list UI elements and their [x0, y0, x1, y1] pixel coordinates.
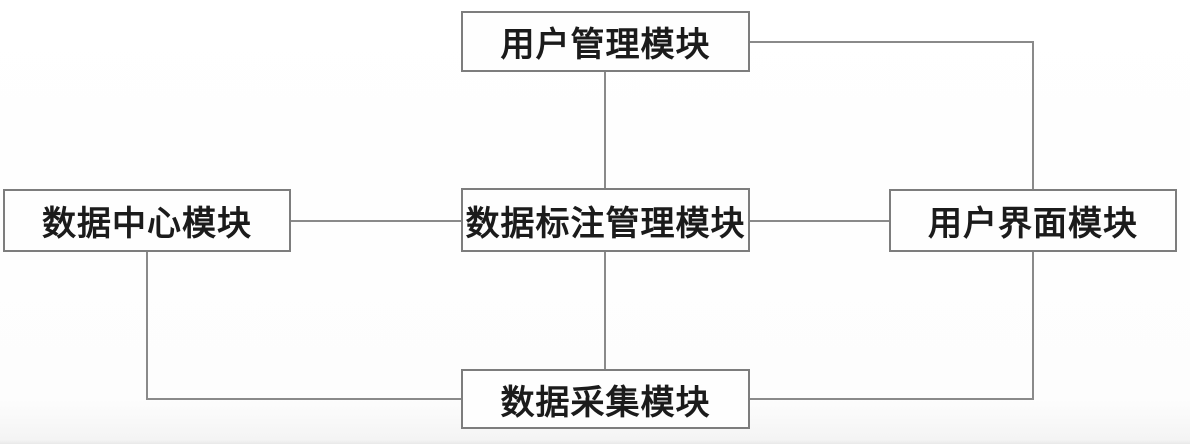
node-user-interface-module: 用户界面模块: [889, 189, 1177, 252]
node-label: 用户管理模块: [500, 27, 711, 64]
connector-user-interface-to-data-collection-vertical: [1032, 251, 1034, 400]
node-label: 用户界面模块: [928, 206, 1138, 243]
node-data-annotation-management-module: 数据标注管理模块: [461, 188, 750, 252]
node-data-collection-module: 数据采集模块: [461, 369, 750, 429]
connector-annotation-management-to-data-collection: [604, 251, 606, 369]
connector-data-center-to-data-collection-vertical: [146, 251, 148, 400]
node-label: 数据中心模块: [42, 206, 252, 243]
node-label: 数据采集模块: [500, 384, 711, 422]
connector-user-management-to-user-interface-horizontal: [749, 41, 1034, 43]
node-user-management-module: 用户管理模块: [461, 11, 750, 72]
connector-user-management-to-annotation-management: [604, 72, 606, 188]
node-data-center-module: 数据中心模块: [3, 189, 291, 252]
connector-data-center-to-annotation-management: [290, 220, 461, 222]
connector-annotation-management-to-user-interface: [749, 220, 889, 222]
connector-data-center-to-data-collection-horizontal: [146, 398, 461, 400]
connector-user-interface-to-data-collection-horizontal: [749, 398, 1034, 400]
connector-user-management-to-user-interface-vertical: [1032, 41, 1034, 190]
node-label: 数据标注管理模块: [465, 205, 746, 243]
